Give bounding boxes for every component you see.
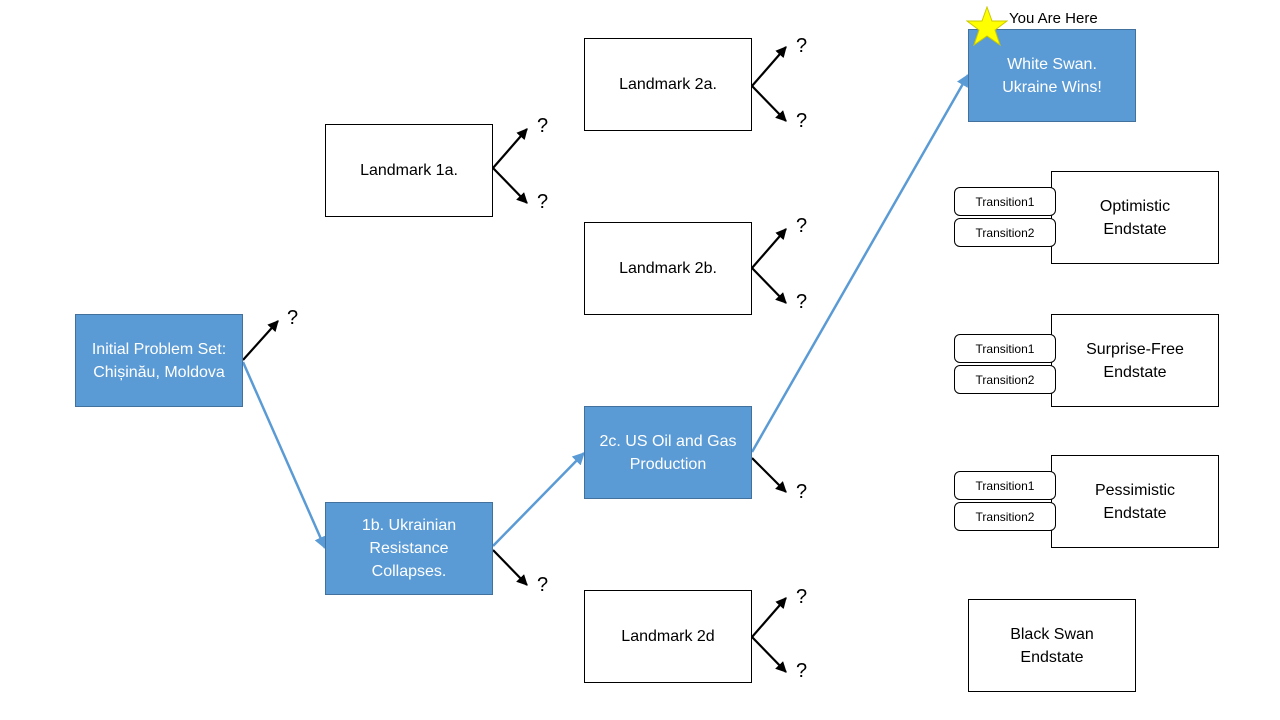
unknown-1a-down: ? [537, 191, 549, 213]
path-2c-to-white-swan [750, 73, 970, 453]
branch-initial-up [242, 320, 279, 361]
node-landmark-2a: Landmark 2a. [584, 38, 752, 131]
node-landmark-2c: 2c. US Oil and Gas Production [584, 406, 752, 499]
node-initial-problem-set: Initial Problem Set: Chișinău, Moldova [75, 314, 243, 407]
unknown-2b-down: ? [796, 291, 808, 313]
you-are-here-label: You Are Here [1009, 10, 1098, 27]
unknown-2c-down: ? [796, 481, 808, 503]
branch-1a-down [492, 167, 528, 204]
node-landmark-2b: Landmark 2b. [584, 222, 752, 315]
node-black-swan-endstate: Black Swan Endstate [968, 599, 1136, 692]
branch-2d-down [751, 636, 787, 673]
transition-surprise-free-2: Transition2 [954, 365, 1056, 394]
branch-2c-down [751, 457, 787, 493]
path-1b-to-2c [492, 452, 585, 547]
branch-1b-down [492, 549, 528, 586]
node-optimistic-endstate: Optimistic Endstate [1051, 171, 1219, 264]
unknown-2a-down: ? [796, 110, 808, 132]
branch-2b-up [751, 228, 787, 269]
unknown-1b-down: ? [537, 574, 549, 596]
unknown-2d-down: ? [796, 660, 808, 682]
transition-optimistic-2: Transition2 [954, 218, 1056, 247]
path-initial-to-1b [241, 361, 327, 550]
unknown-2d-up: ? [796, 586, 808, 608]
star-icon [966, 6, 1008, 47]
unknown-1a-up: ? [537, 115, 549, 137]
unknown-2a-up: ? [796, 35, 808, 57]
node-landmark-1b: 1b. Ukrainian Resistance Collapses. [325, 502, 493, 595]
unknown-2b-up: ? [796, 215, 808, 237]
node-surprise-free-endstate: Surprise-Free Endstate [1051, 314, 1219, 407]
branch-2b-down [751, 267, 787, 304]
unknown-initial: ? [287, 307, 299, 329]
node-white-swan: White Swan. Ukraine Wins! [968, 29, 1136, 122]
transition-pessimistic-1: Transition1 [954, 471, 1056, 500]
transition-optimistic-1: Transition1 [954, 187, 1056, 216]
transition-pessimistic-2: Transition2 [954, 502, 1056, 531]
node-landmark-1a: Landmark 1a. [325, 124, 493, 217]
branch-2d-up [751, 597, 787, 638]
branch-2a-down [751, 85, 787, 122]
transition-surprise-free-1: Transition1 [954, 334, 1056, 363]
node-landmark-2d: Landmark 2d [584, 590, 752, 683]
node-pessimistic-endstate: Pessimistic Endstate [1051, 455, 1219, 548]
branch-1a-up [492, 128, 528, 169]
branch-2a-up [751, 46, 787, 87]
